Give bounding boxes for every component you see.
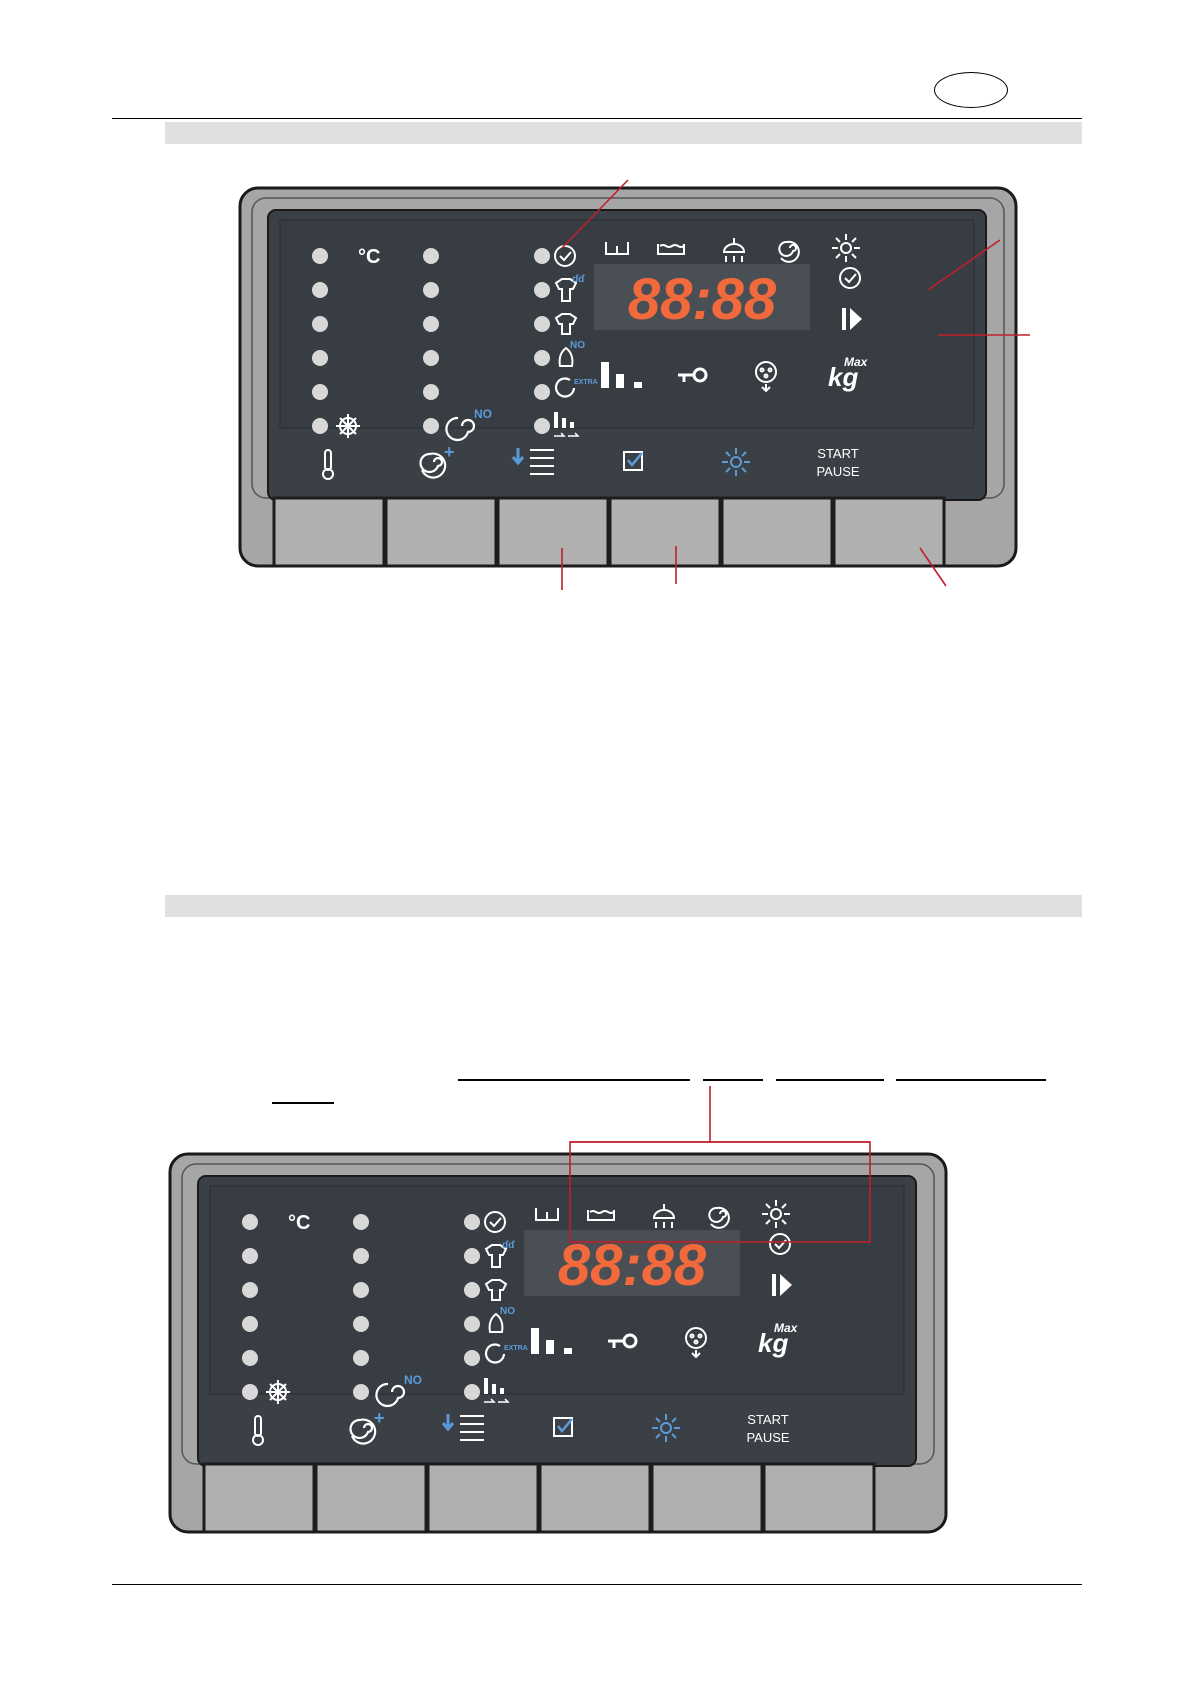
- confirm-button-icon: [553, 1417, 573, 1437]
- start-indicator-icon: [842, 308, 862, 330]
- start-label: START: [747, 1412, 788, 1427]
- extra-rinse-icon: [484, 1343, 506, 1364]
- door-lock-icon: [678, 367, 708, 383]
- load-level-icon: [554, 412, 580, 437]
- shirt-icon: [484, 1279, 508, 1301]
- end-button[interactable]: [652, 1464, 762, 1532]
- end-button-icon: [652, 1414, 680, 1442]
- end-button-icon: [722, 448, 750, 476]
- max-load-sup: Max: [844, 355, 869, 369]
- delay-clock-icon: [839, 267, 861, 289]
- start-indicator-icon: [772, 1274, 792, 1296]
- section-band-1: [165, 122, 1082, 144]
- easy-iron-icon: [554, 278, 578, 302]
- options-button-icon: [511, 448, 554, 475]
- extra-rinse-badge: EXTRA: [504, 1345, 528, 1352]
- no-spin-icon: [375, 1382, 406, 1408]
- pause-label: PAUSE: [746, 1430, 789, 1445]
- cold-wash-icon: [336, 414, 360, 438]
- max-load-sup: Max: [774, 1321, 799, 1335]
- confirm-button-icon: [623, 451, 643, 471]
- time-display: 88:88: [628, 267, 777, 332]
- callout-lines-top: [561, 179, 1030, 590]
- spin-button-icon: [419, 452, 447, 479]
- options-button-icon: [441, 1414, 484, 1441]
- no-spin-icon: [445, 416, 476, 442]
- spin-icon: [708, 1206, 730, 1229]
- door-lock-icon: [608, 1333, 638, 1349]
- max-load-unit: kg: [758, 1328, 788, 1358]
- confirm-button[interactable]: [540, 1464, 650, 1532]
- start-label: START: [817, 446, 858, 461]
- load-level-icon: [484, 1378, 510, 1403]
- underline-1: [458, 1079, 690, 1081]
- spin-icon: [778, 240, 800, 263]
- end-icon: [762, 1200, 790, 1228]
- temperature-button-icon: [322, 449, 334, 480]
- cold-wash-icon: [266, 1380, 290, 1404]
- prewash-icon: [535, 1208, 559, 1221]
- options-button[interactable]: [428, 1464, 538, 1532]
- wash-icon: [587, 1210, 615, 1221]
- underline-5: [272, 1102, 334, 1104]
- end-icon: [832, 234, 860, 262]
- phase-highlight-callout: [569, 1086, 871, 1243]
- stain-no-badge: NO: [500, 1306, 515, 1317]
- header-rule: [112, 118, 1082, 119]
- underline-2: [703, 1079, 763, 1081]
- delay-start-icon: [484, 1211, 506, 1233]
- no-spin-badge: NO: [404, 1373, 422, 1387]
- extra-rinse-icon: [554, 377, 576, 398]
- stain-no-icon: [488, 1312, 504, 1333]
- prewash-icon: [605, 242, 629, 255]
- wash-icon: [657, 244, 685, 255]
- easy-iron-drops: ɗɗ: [572, 274, 585, 285]
- stain-no-badge: NO: [570, 340, 585, 351]
- control-panel-top: °C NO ɗɗ NO EXTRA 88:88: [238, 186, 1018, 568]
- shirt-icon: [554, 313, 578, 335]
- footer-rule: [112, 1584, 1082, 1585]
- no-spin-badge: NO: [474, 407, 492, 421]
- temperature-button[interactable]: [204, 1464, 314, 1532]
- spin-button[interactable]: [316, 1464, 426, 1532]
- stain-no-icon: [558, 346, 574, 367]
- easy-iron-drops: ɗɗ: [502, 1240, 515, 1251]
- rinse-icon: [722, 238, 746, 262]
- temperature-button-icon: [252, 1415, 264, 1446]
- underline-4: [896, 1079, 1046, 1081]
- spin-plus-badge: +: [444, 442, 455, 462]
- spin-button-icon: [349, 1418, 377, 1445]
- extra-rinse-badge: EXTRA: [574, 379, 598, 386]
- easy-iron-icon: [484, 1244, 508, 1268]
- time-display: 88:88: [558, 1233, 707, 1298]
- start-pause-button[interactable]: [764, 1464, 874, 1532]
- detergent-icon: [685, 1327, 707, 1359]
- rinse-icon: [652, 1204, 676, 1228]
- temperature-unit-label: °C: [288, 1212, 310, 1234]
- max-load-unit: kg: [828, 362, 858, 392]
- language-badge: [934, 72, 1008, 108]
- temperature-unit-label: °C: [358, 246, 380, 268]
- control-panel-bottom: °C NO ɗɗ NO EXTRA 88:88 k: [168, 1152, 948, 1534]
- spin-plus-badge: +: [374, 1408, 385, 1428]
- underline-3: [776, 1079, 884, 1081]
- pause-label: PAUSE: [816, 464, 859, 479]
- section-band-2: [165, 895, 1082, 917]
- detergent-icon: [755, 361, 777, 393]
